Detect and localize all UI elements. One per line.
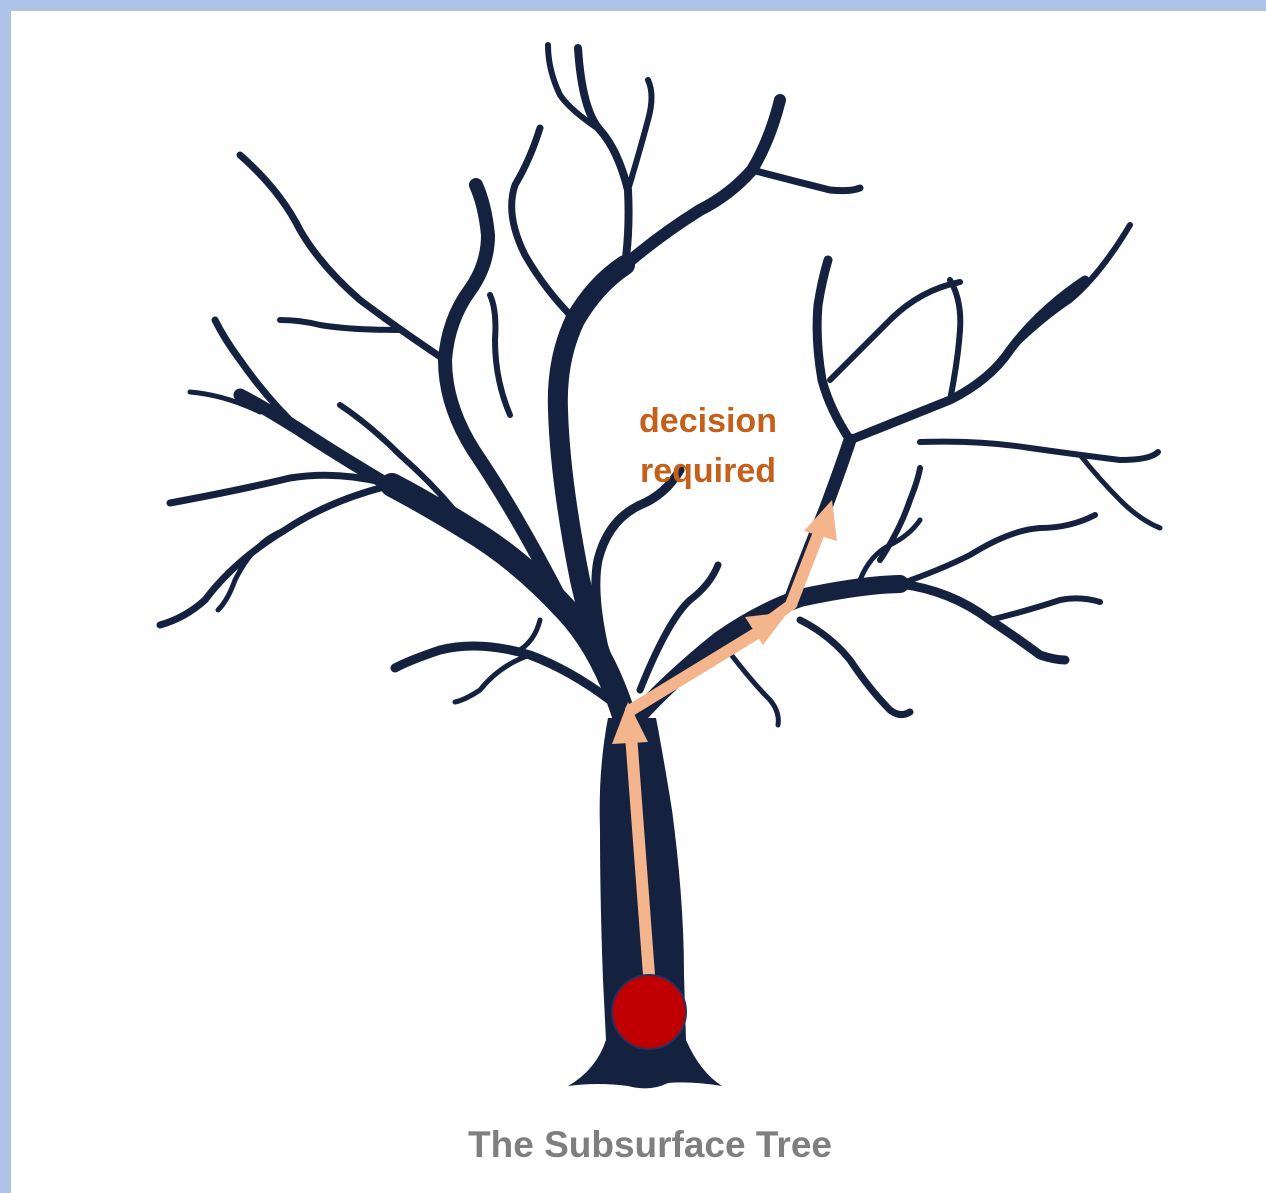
- diagram-caption: The Subsurface Tree: [468, 1124, 832, 1165]
- decision-label-line2: required: [640, 452, 776, 490]
- branch-right-upper-fork: [845, 275, 1090, 445]
- branch-left-twig-6: [337, 402, 473, 533]
- branch-right-upper-twig-3: [827, 279, 963, 383]
- branch-right-upper-twig-5: [1077, 452, 1163, 531]
- branch-left-twig-4: [156, 481, 396, 629]
- branch-center-twig-5: [508, 124, 579, 324]
- branch-left-twig-1: [166, 471, 396, 507]
- arrow-path: [612, 500, 837, 981]
- branch-center-twig-3: [545, 42, 603, 133]
- branch-inner-left-twig-1: [236, 151, 449, 364]
- branch-right-lower-twig: [717, 637, 781, 728]
- branch-center-twig-4: [625, 77, 655, 193]
- arrow-head-trunk: [612, 702, 648, 744]
- branch-inner-left-twig-3: [487, 292, 513, 418]
- branch-right-upper-twig-4: [917, 438, 1161, 463]
- branch-low-left: [390, 641, 615, 705]
- arrow-segment-upper: [786, 524, 826, 608]
- branch-inner-shoot-2: [636, 561, 722, 694]
- origin-circle-dot: [611, 974, 687, 1050]
- branch-center-twig-1: [748, 166, 864, 195]
- branch-right-lower: [796, 616, 914, 719]
- arrow-segment-limb: [625, 624, 768, 716]
- branch-inner-shoot-1: [591, 465, 685, 685]
- branch-center-upper: [619, 94, 786, 271]
- branch-low-left-twig: [452, 652, 533, 705]
- branch-right-upper-twig-1: [1007, 222, 1133, 353]
- branch-left-twig-2: [211, 316, 304, 434]
- branch-left-twig-3: [187, 389, 263, 415]
- bare-tree-icon: [156, 42, 1163, 1089]
- branch-left-twig-5: [215, 527, 288, 613]
- decision-label-line1: decision: [639, 402, 777, 440]
- branch-right-mid-twig-2: [857, 517, 923, 583]
- branch-left-fork-a: [233, 388, 477, 537]
- branch-right-upper-stem: [812, 255, 855, 445]
- arrow-head-upper: [804, 500, 837, 541]
- branch-center-main: [547, 255, 638, 732]
- branch-right-outer: [895, 579, 1070, 665]
- branch-right-upper-twig-2: [947, 277, 964, 403]
- branch-right-outer-twig-1: [987, 595, 1103, 623]
- arrow-segment-trunk: [625, 729, 655, 981]
- branch-inner-left-twig-2: [277, 317, 403, 333]
- branch-right-outer-twig-2: [897, 512, 1098, 587]
- branch-low-left-twig-2: [517, 617, 543, 653]
- branch-center-twig-2: [574, 44, 633, 269]
